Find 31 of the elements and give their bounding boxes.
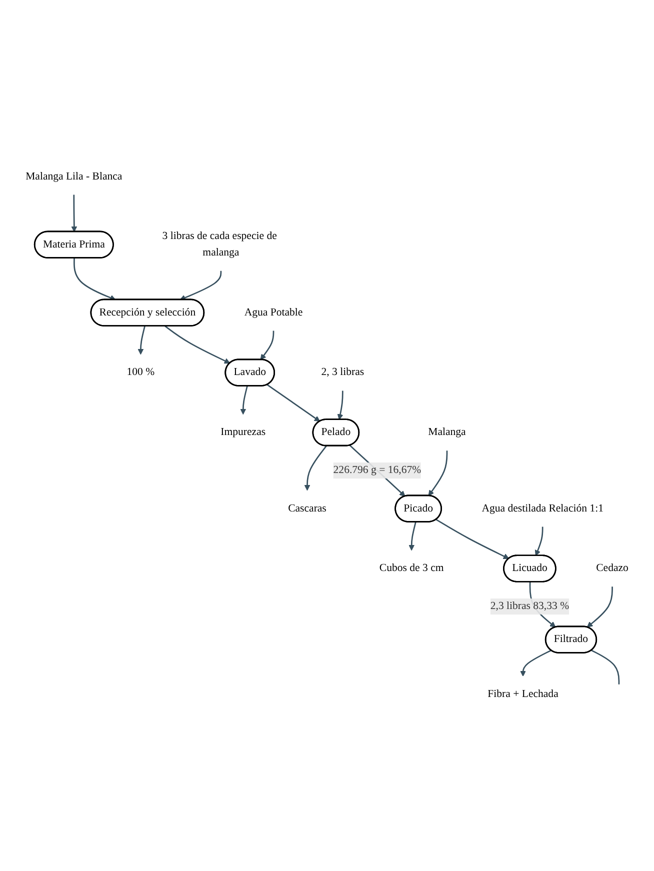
arrow (534, 526, 544, 556)
arrow (71, 194, 78, 232)
arrow (138, 326, 146, 355)
arrow (408, 522, 416, 551)
node-text: Malanga Lila - Blanca (26, 170, 122, 182)
node-text: Cedazo (596, 562, 628, 574)
arrow (260, 330, 274, 360)
node-text: Impurezas (220, 426, 266, 438)
arrow (586, 586, 613, 628)
node-text: 3 libras de cada especie de malanga (162, 230, 277, 258)
arrow (74, 258, 116, 301)
node-text: Cascaras (288, 502, 326, 514)
arrow (240, 386, 248, 415)
connector (591, 650, 620, 684)
arrow (164, 326, 230, 364)
edge-label: 226.796 g = 16,67% (333, 464, 422, 476)
arrow (304, 446, 327, 491)
node-text: Agua destilada Relación 1:1 (482, 502, 604, 514)
node-text: Fibra + Lechada (488, 688, 558, 700)
node-text: Malanga (428, 426, 466, 438)
node-text: 100 % (126, 366, 155, 378)
node-text: 2, 3 libras (321, 366, 364, 378)
edge-label: 2,3 libras 83,33 % (490, 600, 570, 612)
arrow (520, 650, 552, 676)
arrow (266, 384, 320, 422)
node-text: Cubos de 3 cm (379, 562, 444, 574)
arrow (337, 390, 344, 420)
node-text: Agua Potable (244, 306, 303, 318)
arrow (428, 450, 448, 496)
arrow (436, 518, 510, 559)
arrow (180, 270, 222, 300)
